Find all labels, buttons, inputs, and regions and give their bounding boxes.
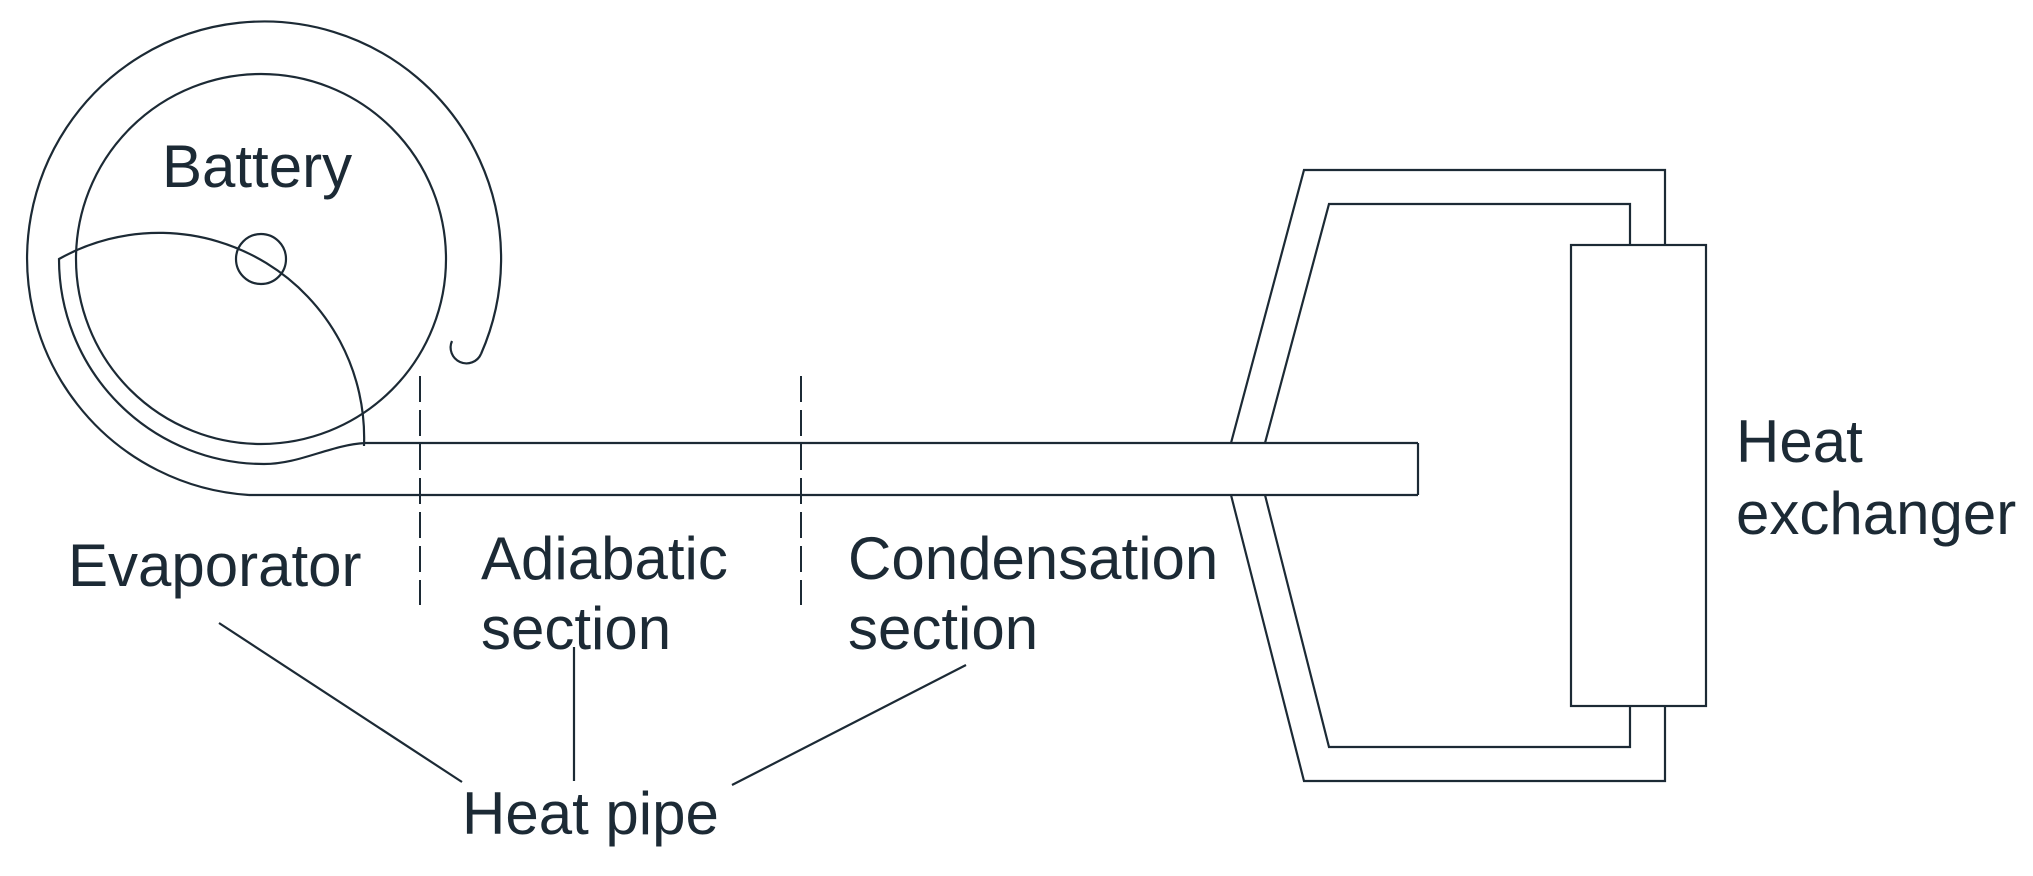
leader-condensation [731,664,967,786]
heat-exchanger-housing [1229,168,1708,783]
condensation-label-line1: Condensation [848,525,1218,592]
housing-outer [1229,168,1667,783]
battery-label: Battery [162,133,352,200]
evaporator-label: Evaporator [68,532,362,599]
battery-inner-circle [74,72,448,446]
adiabatic-label-line1: Adiabatic [481,525,728,592]
battery-hub [234,232,288,286]
leader-evaporator [218,622,463,783]
heat-pipe-wrap-inner [57,231,366,466]
condensation-label-line2: section [848,595,1038,662]
heat-exchanger-label-line1: Heat [1736,408,1863,475]
housing-inner [1263,202,1632,749]
heat-pipe [249,441,1420,497]
heat-pipe-label: Heat pipe [462,780,719,847]
heat-pipe-wrap-tip [449,340,483,365]
heat-pipe-wrap-outer [26,20,503,497]
heat-pipe-leaders [218,622,967,786]
battery-assembly [26,20,503,497]
adiabatic-label-line2: section [481,595,671,662]
heat-exchanger-box [1569,243,1708,708]
heat-exchanger-label-line2: exchanger [1736,480,2016,547]
